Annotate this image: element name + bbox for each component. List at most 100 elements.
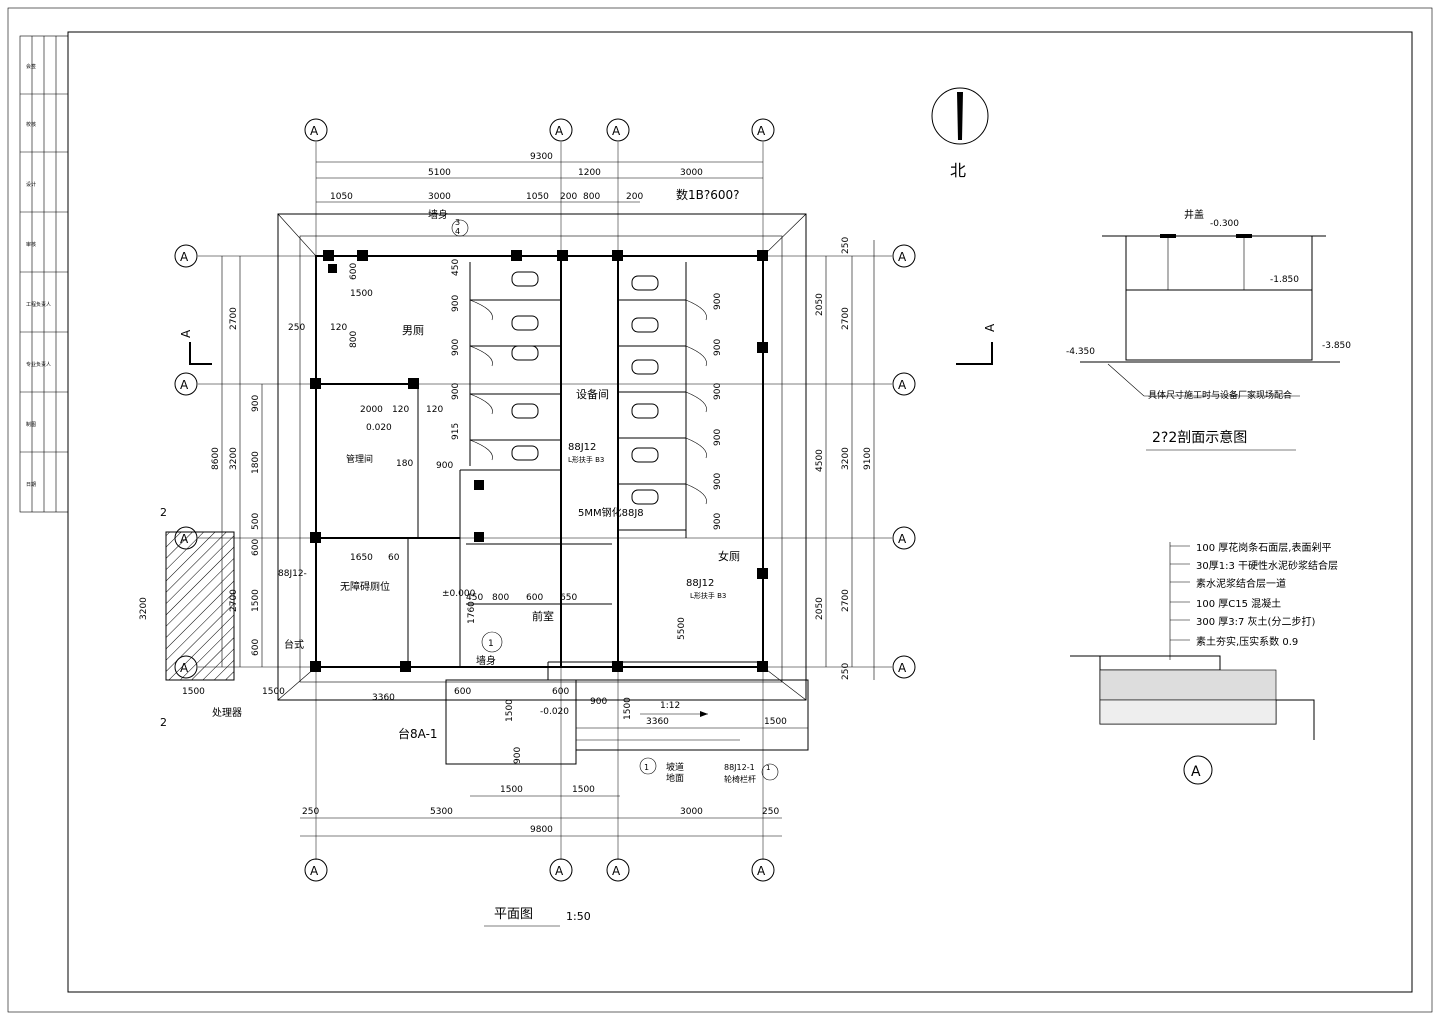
svg-text:A: A <box>898 250 907 264</box>
dim-5100: 5100 <box>428 168 451 178</box>
svg-text:900: 900 <box>451 339 461 356</box>
wall-label: 墙身 <box>476 654 496 667</box>
svg-text:1500: 1500 <box>182 687 205 697</box>
svg-text:A: A <box>898 661 907 675</box>
bottom-dimensions: 250 5300 3000 250 9800 1500 1500 <box>300 785 782 837</box>
svg-text:5500: 5500 <box>677 617 687 640</box>
svg-text:650: 650 <box>560 593 577 603</box>
plan-title-text: 平面图 <box>494 907 533 922</box>
svg-text:1500: 1500 <box>262 687 285 697</box>
axis-bubble: A <box>751 118 775 142</box>
tb-row-6: 专业负责人 <box>26 361 51 368</box>
svg-text:120: 120 <box>330 323 347 333</box>
svg-text:3360: 3360 <box>646 717 669 727</box>
wall-label-top: 墙身 <box>428 208 448 221</box>
svg-text:180: 180 <box>396 459 413 469</box>
svg-text:915: 915 <box>451 423 461 440</box>
svg-text:600: 600 <box>251 639 261 656</box>
svg-text:120: 120 <box>392 405 409 415</box>
women-stalls <box>618 262 707 538</box>
plan-title: 平面图 1:50 <box>484 907 591 927</box>
svg-text:1500: 1500 <box>623 697 633 720</box>
axis-bubble: A <box>892 526 916 550</box>
svg-text:1760: 1760 <box>467 601 477 624</box>
axis-bubble: A <box>606 118 630 142</box>
layer-6: 素土夯实,压实系数 0.9 <box>1196 635 1298 648</box>
svg-text:A: A <box>180 378 189 392</box>
door-ref: 台8A-1 <box>398 726 438 741</box>
svg-text:L形扶手 B3: L形扶手 B3 <box>690 591 726 600</box>
svg-text:1: 1 <box>644 763 649 772</box>
dim-8600: 8600 <box>211 447 221 470</box>
svg-text:900: 900 <box>713 513 723 530</box>
svg-text:1: 1 <box>488 639 494 649</box>
svg-text:3200: 3200 <box>841 447 851 470</box>
svg-text:900: 900 <box>451 383 461 400</box>
svg-text:4: 4 <box>455 227 460 236</box>
axis-grid <box>198 142 892 860</box>
svg-text:900: 900 <box>713 293 723 310</box>
svg-text:800: 800 <box>349 331 359 348</box>
axis-bubbles: A A A A A A A A A A A A A A A A <box>174 118 916 882</box>
svg-text:2000: 2000 <box>360 405 383 415</box>
svg-text:120: 120 <box>426 405 443 415</box>
dim-1050a: 1050 <box>330 192 353 202</box>
svg-text:250: 250 <box>288 323 305 333</box>
layer-4: 100 厚C15 混凝土 <box>1196 597 1281 610</box>
svg-text:900: 900 <box>251 395 261 412</box>
detail-mark: A <box>1191 764 1201 780</box>
svg-text:600: 600 <box>349 263 359 280</box>
svg-text:900: 900 <box>451 295 461 312</box>
svg-text:A: A <box>310 864 319 878</box>
axis-bubble: A <box>892 244 916 268</box>
svg-text:900: 900 <box>590 697 607 707</box>
svg-text:900: 900 <box>713 429 723 446</box>
svg-text:轮椅栏杆: 轮椅栏杆 <box>724 774 756 784</box>
axis-bubble: A <box>751 858 775 882</box>
svg-text:600: 600 <box>526 593 543 603</box>
svg-text:600: 600 <box>454 687 471 697</box>
svg-text:A: A <box>757 124 766 138</box>
svg-text:5MM钢化88J8: 5MM钢化88J8 <box>578 506 644 519</box>
svg-text:A: A <box>898 532 907 546</box>
svg-text:600: 600 <box>251 539 261 556</box>
axis-bubble: A <box>892 372 916 396</box>
svg-text:250: 250 <box>302 807 319 817</box>
room-counter: 台式 <box>284 638 304 651</box>
layer-3: 素水泥浆结合层一道 <box>1196 577 1286 590</box>
svg-text:800: 800 <box>492 593 509 603</box>
dim-9100: 9100 <box>863 447 873 470</box>
svg-text:2700: 2700 <box>841 307 851 330</box>
title-block: 会签 校核 设计 审核 工程负责人 专业负责人 制图 日期 <box>19 35 69 513</box>
svg-text:900: 900 <box>713 383 723 400</box>
room-equipment: 设备间 <box>576 387 609 401</box>
axis-bubble: A <box>174 372 198 396</box>
plan-scale: 1:50 <box>566 910 591 923</box>
svg-text:A: A <box>555 864 564 878</box>
svg-text:2700: 2700 <box>841 589 851 612</box>
section-mark-top: 2 <box>160 506 167 519</box>
svg-text:3200: 3200 <box>229 447 239 470</box>
svg-text:1650: 1650 <box>350 553 373 563</box>
elev-entry: -0.020 <box>540 707 569 717</box>
ramp-slope: 1:12 <box>660 701 680 711</box>
svg-text:9800: 9800 <box>530 825 553 835</box>
room-women: 女厕 <box>718 549 740 563</box>
svg-text:88J12: 88J12 <box>568 442 596 453</box>
svg-text:A: A <box>757 864 766 878</box>
svg-text:1500: 1500 <box>500 785 523 795</box>
room-men: 男厕 <box>402 324 424 337</box>
svg-text:3360: 3360 <box>372 693 395 703</box>
dim-200b: 200 <box>626 192 643 202</box>
tb-row-7: 制图 <box>26 421 36 428</box>
axis-bubble: A <box>304 118 328 142</box>
columns <box>310 250 768 672</box>
axis-bubble: A <box>892 655 916 679</box>
tb-row-8: 日期 <box>26 482 36 488</box>
svg-text:A: A <box>898 378 907 392</box>
tb-row-2: 校核 <box>26 121 36 128</box>
svg-text:A: A <box>180 250 189 264</box>
dim-3000: 3000 <box>680 168 703 178</box>
